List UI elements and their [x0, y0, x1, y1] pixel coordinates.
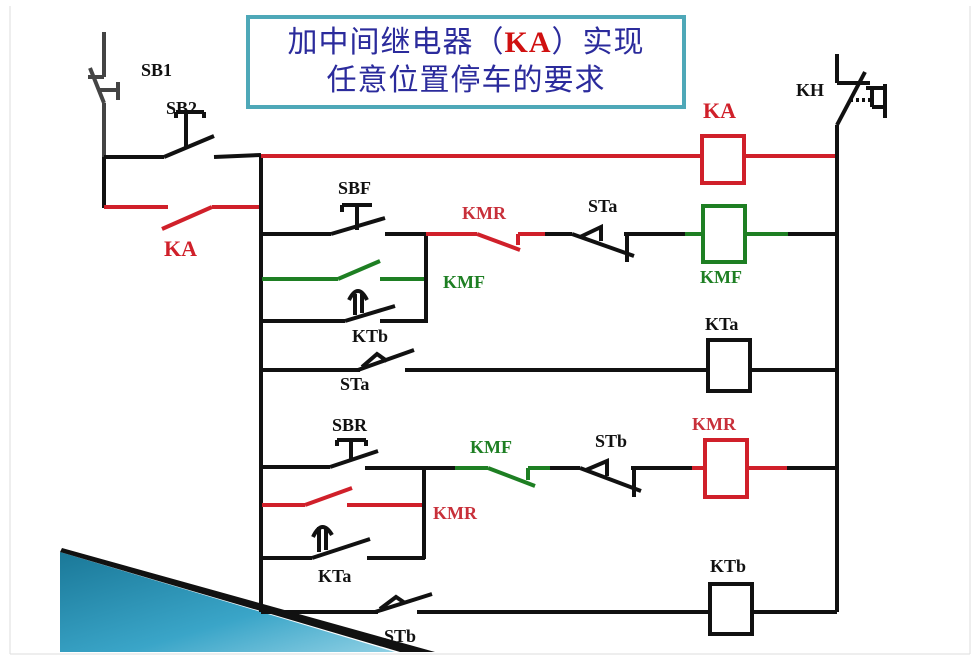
sb2-start-button	[104, 110, 262, 159]
sta-limit-no	[261, 348, 708, 372]
decorative-corner	[60, 548, 435, 652]
kmr-interlock-nc-top	[426, 232, 558, 252]
sb1-stop-button	[88, 32, 120, 157]
kmr-hold-contact	[262, 486, 424, 507]
label-kmr-coil: KMR	[692, 414, 737, 434]
ktb-contact	[262, 289, 426, 323]
sta-limit-nc	[545, 223, 685, 262]
kta-coil-rung	[706, 338, 837, 393]
kh-thermal-relay	[835, 54, 887, 126]
label-sta-nc: STa	[588, 196, 617, 216]
title-accent-ka: KA	[504, 26, 552, 59]
kmr-coil-rung	[692, 438, 837, 499]
label-sta-no: STa	[340, 374, 369, 394]
label-stb-no: STb	[384, 626, 416, 646]
label-ka-contact: KA	[164, 236, 197, 261]
stb-limit-no	[261, 592, 710, 614]
title-line-1-prefix: 加中间继电器（	[287, 25, 505, 60]
label-stb-nc: STb	[595, 431, 627, 451]
label-sb1: SB1	[141, 60, 172, 80]
title-line-1: 加中间继电器（KA）实现	[288, 24, 645, 62]
decor-black-edge	[60, 548, 435, 652]
kta-contact	[262, 525, 425, 560]
label-sbf: SBF	[338, 178, 371, 198]
label-kmf-coil: KMF	[700, 267, 742, 287]
label-sbr: SBR	[332, 415, 368, 435]
ka-contact	[104, 205, 262, 231]
label-sb2: SB2	[166, 98, 197, 118]
label-kmr-no: KMR	[433, 503, 478, 523]
label-kta-coil: KTa	[705, 314, 738, 334]
title-line-2: 任意位置停车的要求	[326, 63, 606, 98]
label-ktb-coil: KTb	[710, 556, 746, 576]
kmf-hold-contact	[262, 259, 424, 281]
title-box: 加中间继电器（KA）实现 任意位置停车的要求	[246, 15, 686, 109]
label-ka-coil: KA	[703, 98, 736, 123]
sbr-button	[261, 438, 455, 470]
kmf-interlock-nc-bottom	[455, 466, 552, 488]
ktb-coil-rung	[708, 582, 837, 636]
stb-limit-nc	[550, 457, 692, 497]
label-ktb-contact: KTb	[352, 326, 388, 346]
title-line-1-suffix: ）实现	[551, 25, 645, 60]
label-kmf-nc-bottom: KMF	[470, 437, 512, 457]
label-kta-contact: KTa	[318, 566, 351, 586]
decor-blue-wedge	[60, 552, 395, 652]
kmf-coil-rung	[685, 204, 837, 264]
label-kh: KH	[796, 80, 824, 100]
sbf-button	[261, 203, 428, 236]
label-kmr-nc-top: KMR	[462, 203, 507, 223]
label-kmf-no: KMF	[443, 272, 485, 292]
ka-coil-rung	[261, 134, 836, 185]
